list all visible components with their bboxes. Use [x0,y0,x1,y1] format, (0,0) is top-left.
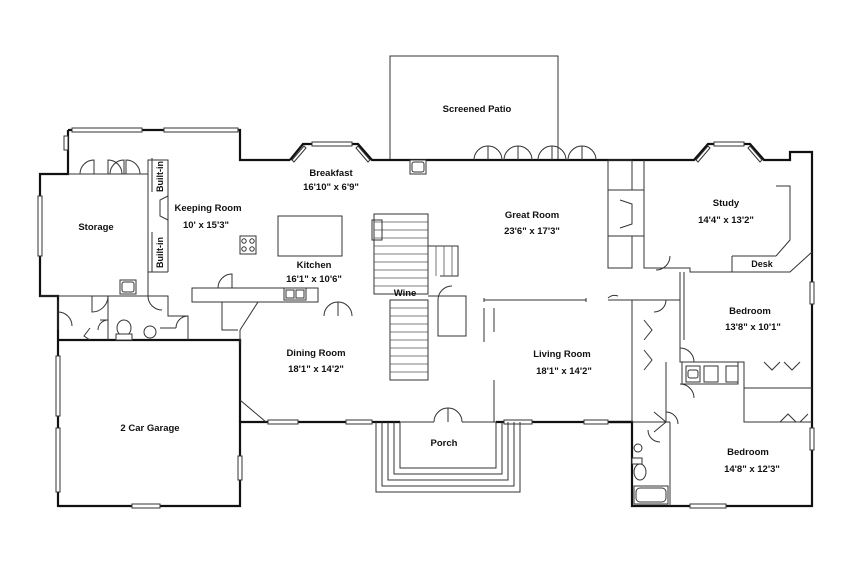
keeping-room-dims: 10' x 15'3" [183,220,229,231]
doors [57,145,809,443]
kitchen-label: Kitchen [297,260,332,271]
fixtures [115,159,739,453]
cooktop-icon [239,235,257,255]
study-dims: 14'4" x 13'2" [698,215,754,226]
garage-label: 2 Car Garage [120,423,179,434]
bath-sink-icon [143,325,157,339]
bedroom-1-dims: 13'8" x 10'1" [725,322,781,333]
interior-walls [40,158,813,506]
great-room-dims: 23'6" x 17'3" [504,226,560,237]
study-label: Study [713,198,740,209]
keeping-room-label: Keeping Room [174,203,241,214]
windows [37,127,815,509]
kitchen-sink-icon [283,287,307,301]
staircase [371,213,467,381]
built-in-label-2: Built-in [155,237,165,268]
great-room-label: Great Room [505,210,559,221]
built-in-label-1: Built-in [155,161,165,192]
laundry-sink-icon [119,279,137,295]
dining-room-label: Dining Room [286,348,345,359]
bedroom-2-label: Bedroom [727,447,769,458]
living-room-dims: 18'1" x 14'2" [536,366,592,377]
room-labels: Screened Patio Breakfast 16'10" x 6'9" K… [78,104,781,475]
breakfast-dims: 16'10" x 6'9" [303,182,359,193]
storage-label: Storage [78,222,113,233]
desk-label: Desk [751,259,774,269]
screened-patio-label: Screened Patio [443,104,512,115]
dining-room-dims: 18'1" x 14'2" [288,364,344,375]
bedroom-1-label: Bedroom [729,306,771,317]
porch-label: Porch [431,438,458,449]
bedroom-2-dims: 14'8" x 12'3" [724,464,780,475]
breakfast-label: Breakfast [309,168,353,179]
porch [375,380,521,493]
living-room-label: Living Room [533,349,591,360]
wine-label: Wine [394,288,417,299]
kitchen-dims: 16'1" x 10'6" [286,274,342,285]
